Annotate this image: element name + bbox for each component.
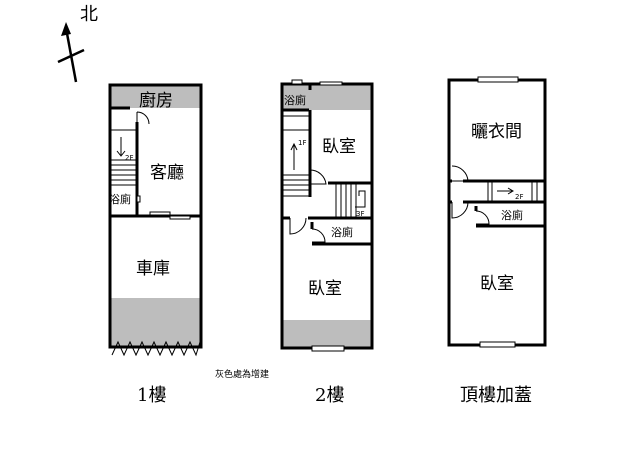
- caption-roof: 頂樓加蓋: [460, 385, 532, 406]
- stair-label-1f: 2F: [125, 154, 133, 162]
- floor-2-plan: [280, 79, 374, 352]
- caption-2f: 2樓: [315, 385, 344, 406]
- room-bedroom-roof: 臥室: [480, 274, 514, 294]
- room-garage: 車庫: [136, 259, 170, 279]
- north-arrow-icon: [57, 22, 85, 83]
- floor-1-plan: [108, 83, 203, 357]
- roof-floor-plan: [447, 76, 547, 348]
- room-bedroom-2f-top: 臥室: [322, 137, 356, 157]
- room-living: 客廳: [150, 163, 184, 183]
- north-label: 北: [80, 4, 98, 25]
- stair-label-2f-down: 1F: [298, 139, 306, 147]
- room-kitchen: 廚房: [139, 90, 173, 111]
- caption-1f: 1樓: [137, 385, 166, 406]
- room-bath-2f: 浴廁: [331, 225, 353, 239]
- legend-note: 灰色處為增建: [215, 368, 269, 380]
- room-bath-roof: 浴廁: [501, 208, 523, 222]
- room-bedroom-2f-bottom: 臥室: [308, 279, 342, 299]
- room-drying: 曬衣間: [471, 122, 522, 142]
- room-bath-2f-top: 浴廁: [284, 93, 306, 107]
- stair-label-roof: 2F: [515, 193, 523, 201]
- stair-label-2f-up: 3F: [356, 210, 364, 218]
- room-bath-1f: 浴廁: [109, 192, 131, 206]
